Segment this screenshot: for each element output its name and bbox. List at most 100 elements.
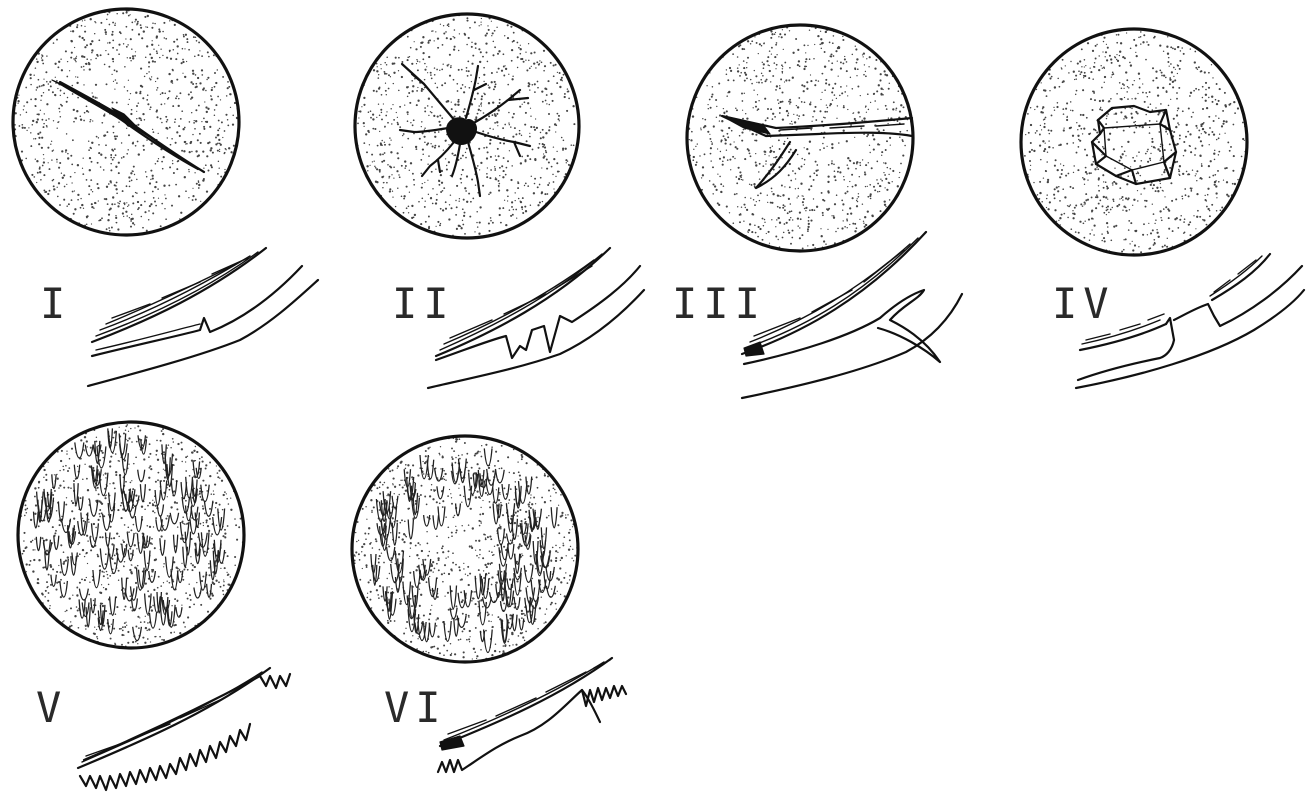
stipple-dot [790,149,792,151]
stipple-dot [443,64,444,65]
panel-V: V [18,422,290,790]
stipple-dot [1209,176,1211,178]
stipple-dot [159,30,161,32]
stipple-dot [788,198,790,200]
stipple-dot [466,148,468,150]
stipple-dot [477,92,479,94]
stipple-dot [155,558,157,560]
stipple-dot [1099,200,1101,202]
stipple-dot [1037,194,1038,195]
stipple-dot [107,577,109,579]
stipple-dot [83,69,85,71]
stipple-dot [411,476,413,478]
stipple-dot [146,176,148,178]
stipple-dot [211,533,213,535]
stipple-dot [861,120,863,122]
stipple-dot [754,70,755,71]
stipple-dot [734,158,735,159]
stipple-dot [532,148,534,150]
stipple-dot [477,83,478,84]
stipple-dot [527,185,529,187]
stipple-dot [741,179,742,180]
stipple-dot [465,86,467,88]
stipple-dot [477,113,479,115]
stipple-dot [114,24,116,26]
stipple-dot [115,613,117,615]
stipple-dot [409,102,411,104]
stipple-dot [1135,111,1137,113]
stipple-dot [1232,170,1234,172]
stipple-dot [856,75,857,76]
stipple-dot [127,90,129,92]
stipple-dot [739,214,740,215]
stipple-dot [864,173,866,175]
stipple-dot [551,166,553,168]
stipple-dot [717,173,718,174]
stipple-dot [513,113,515,115]
stipple-dot [815,80,817,82]
stipple-dot [224,130,226,132]
stipple-dot [214,109,216,111]
stipple-dot [544,501,546,503]
stipple-dot [132,195,134,197]
stipple-dot [487,25,488,26]
stipple-dot [1062,59,1064,61]
stipple-dot [521,456,523,458]
stipple-dot [1176,114,1178,116]
stipple-dot [1111,62,1113,64]
stipple-dot [384,152,386,154]
stipple-dot [144,201,146,203]
stipple-dot [852,113,853,114]
stipple-dot [874,189,876,191]
stipple-dot [820,31,821,32]
stipple-dot [776,85,778,87]
stipple-dot [144,192,146,194]
stipple-dot [573,123,575,125]
stipple-dot [847,157,849,159]
stipple-dot [113,81,114,82]
stipple-dot [569,539,571,541]
stipple-dot [170,58,172,60]
stipple-dot [134,427,135,428]
stipple-dot [1202,123,1204,125]
stipple-dot [94,21,95,22]
stipple-dot [120,628,122,630]
stipple-dot [851,174,853,176]
stipple-dot [1106,185,1108,187]
stipple-dot [47,600,49,602]
stipple-dot [439,224,441,226]
stipple-dot [150,179,151,180]
stipple-dot [755,153,756,154]
stipple-dot [809,103,811,105]
stipple-dot [228,86,230,88]
stipple-dot [116,222,118,224]
stipple-dot [826,104,827,105]
stipple-dot [211,493,213,495]
stipple-dot [733,141,734,142]
stipple-dot [149,53,151,55]
stipple-dot [743,204,745,206]
stipple-dot [1205,100,1207,102]
stipple-dot [52,494,54,496]
stipple-dot [43,123,45,125]
stipple-dot [475,47,477,49]
stipple-dot [847,186,848,187]
stipple-dot [445,140,447,142]
stipple-dot [404,160,406,162]
stipple-dot [61,516,62,517]
stipple-dot [456,83,458,85]
stipple-dot [529,502,531,504]
stipple-dot [154,61,156,63]
stipple-dot [549,104,551,106]
stipple-dot [736,193,738,195]
stipple-dot [163,525,164,526]
stipple-dot [485,34,487,36]
stipple-dot [50,143,51,144]
stipple-dot [816,174,818,176]
stipple-dot [470,74,472,76]
stipple-dot [116,49,118,51]
stipple-dot [425,221,427,223]
stipple-dot [1171,71,1173,73]
stipple-dot [1113,148,1115,150]
stipple-dot [880,210,882,212]
